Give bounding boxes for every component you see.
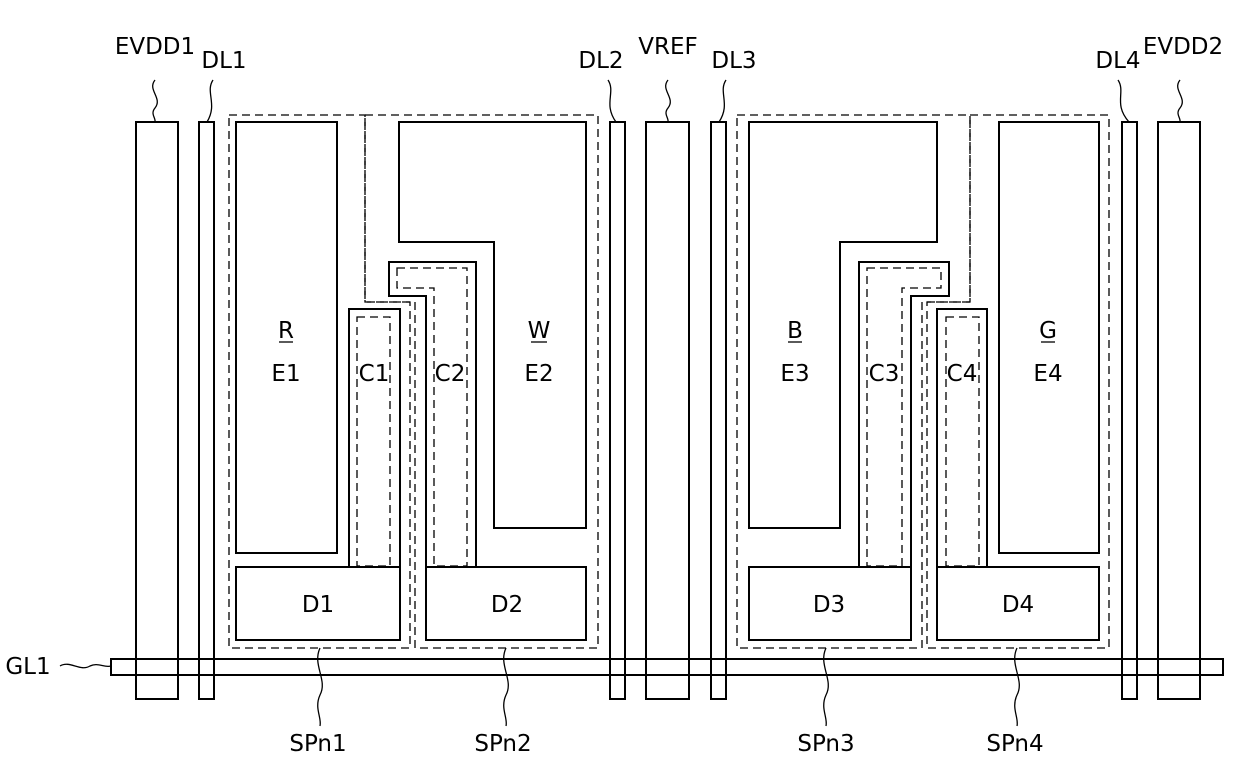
- evdd1-line: [136, 122, 178, 699]
- capacitor-c4-electrode: [937, 309, 987, 567]
- dl1-line: [199, 122, 214, 699]
- electrode-label-e2: E2: [524, 361, 553, 387]
- dl4-leader: [1118, 80, 1129, 122]
- capacitor-label-c1: C1: [359, 361, 390, 387]
- dl4-label: DL4: [1095, 48, 1140, 74]
- capacitor-c1: [357, 317, 390, 566]
- evdd2-line: [1158, 122, 1200, 699]
- gl1-line: [111, 659, 1223, 675]
- subpixel-label-spn1: SPn1: [289, 731, 346, 757]
- dl2-line: [610, 122, 625, 699]
- dl2-leader: [608, 80, 616, 122]
- driver-label-d4: D4: [1002, 592, 1034, 618]
- electrode-label-e3: E3: [780, 361, 809, 387]
- driver-label-d1: D1: [302, 592, 334, 618]
- evdd1-label: EVDD1: [115, 34, 195, 60]
- subpixel-label-spn2: SPn2: [474, 731, 531, 757]
- capacitor-c4: [946, 317, 979, 566]
- subpixel-boundary-spn3: [737, 115, 970, 648]
- gl1-label: GL1: [5, 654, 50, 680]
- driver-d2-connection: [389, 262, 586, 640]
- dl1-leader: [207, 80, 213, 122]
- capacitor-c2: [397, 268, 467, 566]
- vref-line: [646, 122, 689, 699]
- vref-label: VREF: [638, 34, 697, 60]
- electrode-e2: [399, 122, 586, 528]
- vref-leader: [666, 80, 671, 122]
- electrode-label-e1: E1: [271, 361, 300, 387]
- dl3-leader: [719, 80, 726, 122]
- capacitor-label-c3: C3: [869, 361, 900, 387]
- capacitor-label-c2: C2: [435, 361, 466, 387]
- evdd2-label: EVDD2: [1143, 34, 1223, 60]
- color-label-b: B: [787, 318, 803, 344]
- capacitor-label-c4: C4: [947, 361, 978, 387]
- driver-label-d2: D2: [491, 592, 523, 618]
- dl2-label: DL2: [578, 48, 623, 74]
- driver-d3-connection: [749, 262, 949, 640]
- electrode-e3: [749, 122, 937, 528]
- evdd1-leader: [153, 80, 158, 122]
- subpixel-label-spn4: SPn4: [986, 731, 1043, 757]
- dl3-line: [711, 122, 726, 699]
- dl3-label: DL3: [711, 48, 756, 74]
- color-label-g: G: [1039, 318, 1057, 344]
- dl1-label: DL1: [201, 48, 246, 74]
- dl4-line: [1122, 122, 1137, 699]
- subpixel-label-spn3: SPn3: [797, 731, 854, 757]
- color-label-w: W: [528, 318, 551, 344]
- electrode-label-e4: E4: [1033, 361, 1062, 387]
- color-label-r: R: [278, 318, 294, 344]
- driver-label-d3: D3: [813, 592, 845, 618]
- evdd2-leader: [1178, 80, 1183, 122]
- capacitor-c3: [867, 268, 941, 566]
- gl1-leader: [60, 664, 111, 667]
